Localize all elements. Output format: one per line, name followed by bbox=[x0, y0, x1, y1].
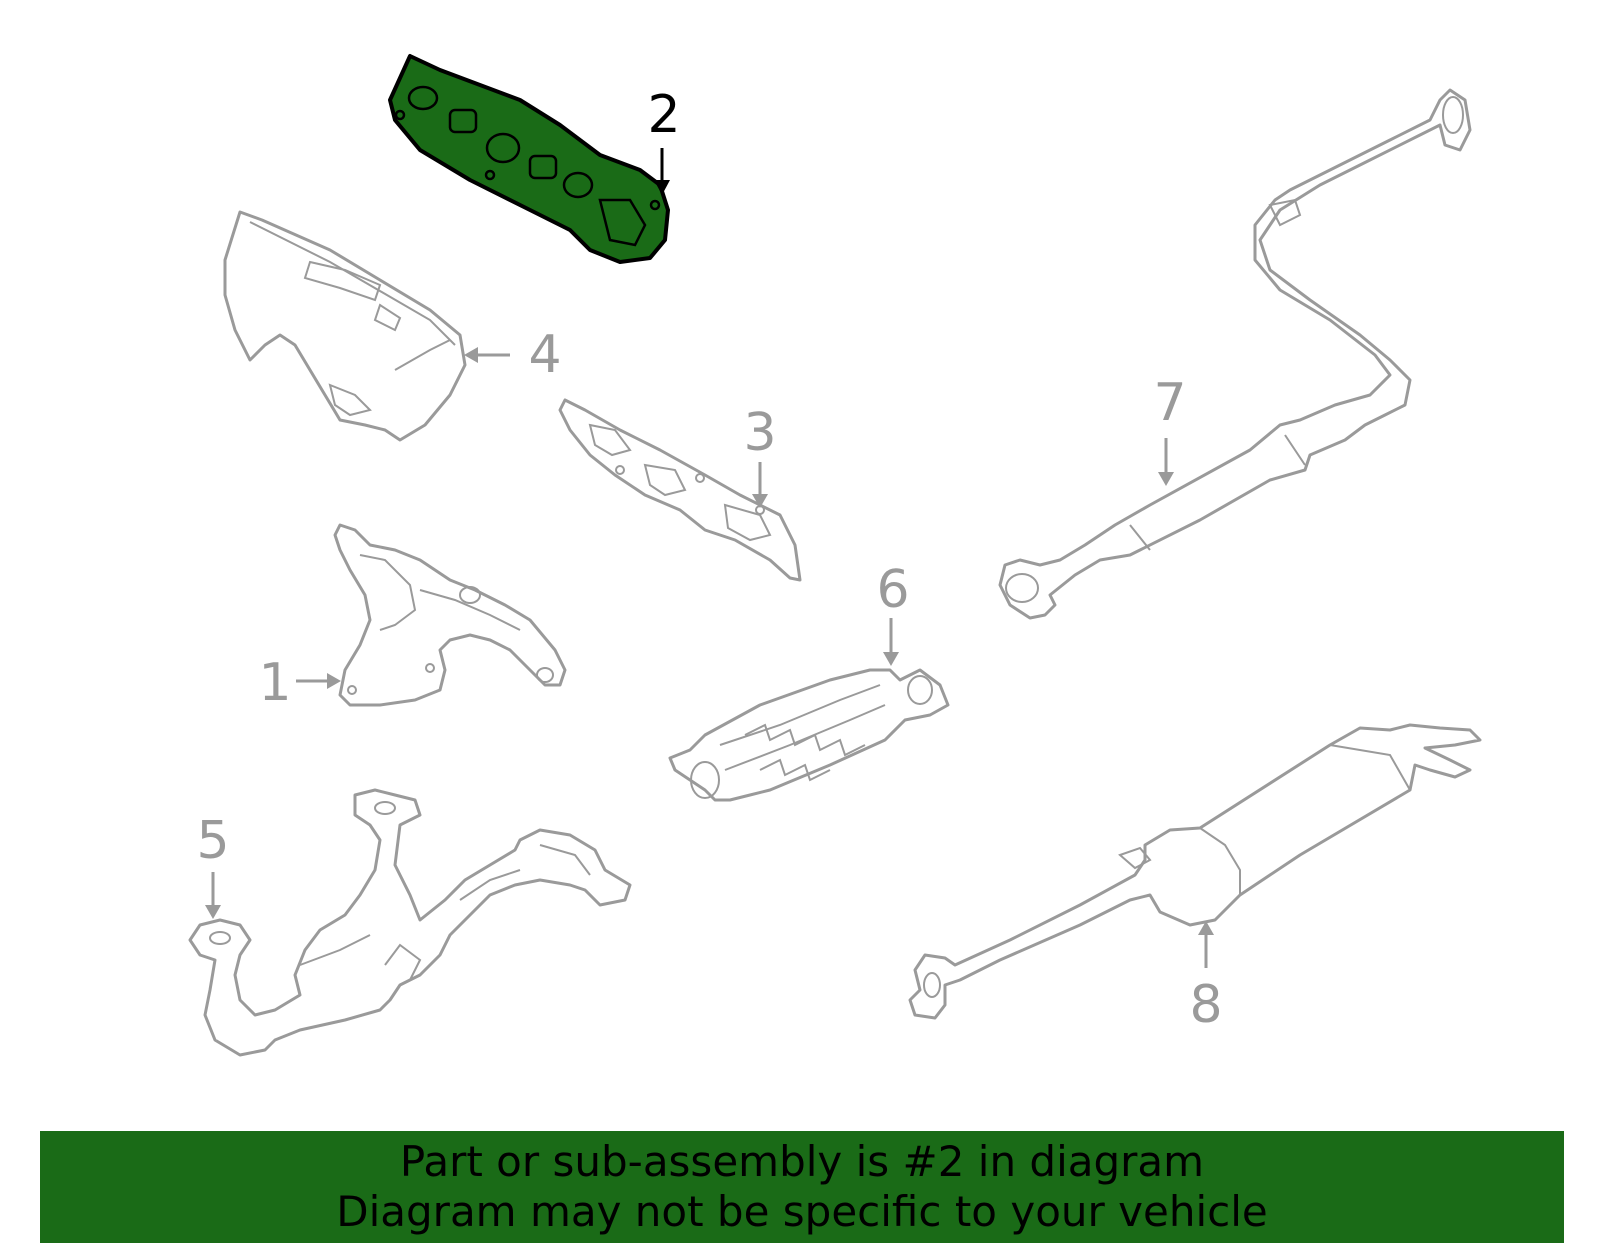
callout-8: 8 bbox=[1189, 975, 1222, 1035]
callout-8-arrowhead bbox=[1198, 921, 1214, 935]
callout-1-arrowhead bbox=[327, 673, 341, 689]
part-7-center-pipe[interactable] bbox=[998, 88, 1472, 620]
callout-6-arrowhead bbox=[883, 652, 899, 666]
part-4-heat-shield[interactable] bbox=[223, 210, 467, 442]
callout-4-arrowhead bbox=[464, 347, 478, 363]
part-1-exhaust-manifold[interactable] bbox=[333, 523, 567, 707]
part-3-gasket[interactable] bbox=[558, 398, 802, 582]
callout-2: 2 bbox=[647, 85, 680, 145]
info-banner: Part or sub-assembly is #2 in diagram Di… bbox=[40, 1131, 1564, 1243]
callout-3-arrowhead bbox=[752, 494, 768, 508]
banner-line-1: Part or sub-assembly is #2 in diagram bbox=[399, 1137, 1205, 1186]
part-6-catalytic-converter[interactable] bbox=[668, 668, 950, 802]
part-8-muffler[interactable] bbox=[908, 723, 1482, 1020]
callout-7-arrowhead bbox=[1158, 472, 1174, 486]
callout-1: 1 bbox=[258, 653, 291, 713]
part-2-highlighted[interactable] bbox=[388, 54, 670, 264]
callout-3: 3 bbox=[743, 403, 776, 463]
callout-4: 4 bbox=[528, 325, 561, 385]
callout-6: 6 bbox=[876, 560, 909, 620]
callout-2-arrowhead bbox=[654, 180, 670, 195]
callout-5-arrowhead bbox=[205, 905, 221, 919]
callout-5: 5 bbox=[196, 811, 229, 871]
banner-line-2: Diagram may not be specific to your vehi… bbox=[336, 1187, 1268, 1236]
callout-7: 7 bbox=[1153, 373, 1186, 433]
part-5-front-pipe[interactable] bbox=[188, 788, 632, 1057]
